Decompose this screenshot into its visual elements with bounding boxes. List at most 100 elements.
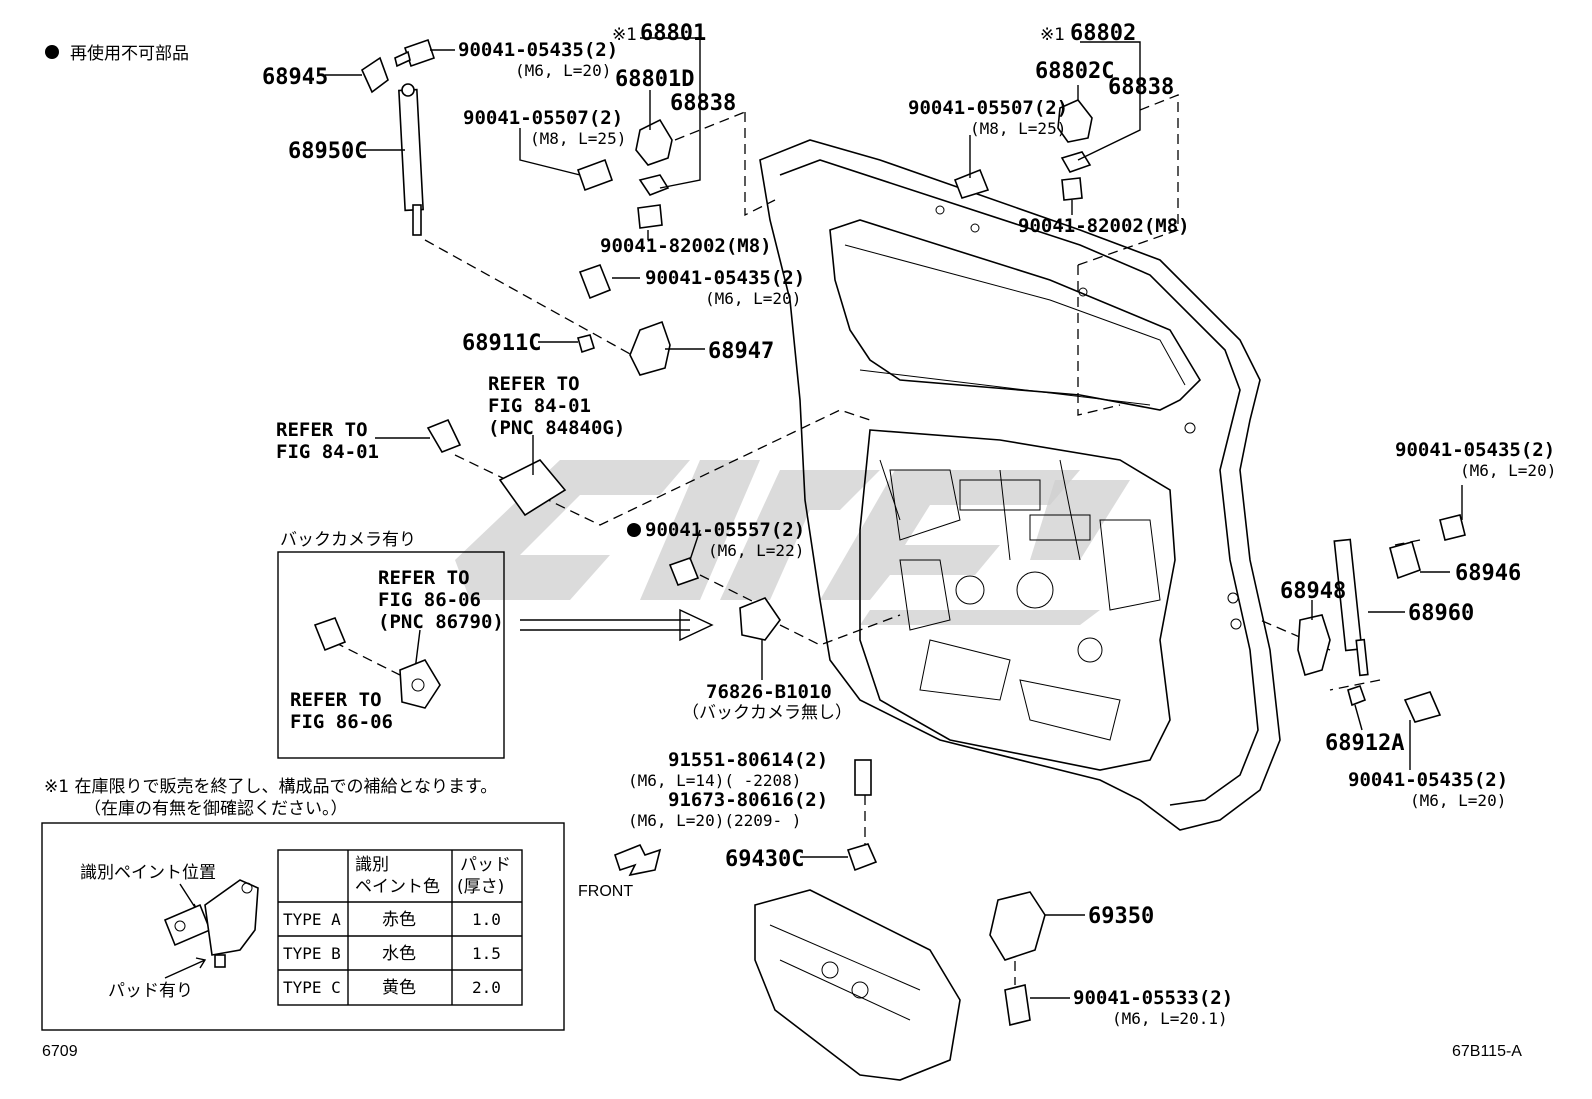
hinge-68801d-icon	[635, 118, 673, 166]
labels: 68945 68950C 90041-05435(2) (M6, L=20) ※…	[262, 21, 1556, 1028]
label-68838-right: 68838	[1108, 75, 1174, 100]
identification-box: 識別ペイント位置 パッド有り 識別 ペイント色 パッド (厚さ) TYPE A …	[41, 822, 565, 1031]
label-68947: 68947	[708, 339, 774, 364]
header-pad-2: (厚さ)	[457, 877, 504, 897]
label-bolt5: 90041-05507(2)	[908, 97, 1068, 119]
label-bolt11: 91673-80616(2)	[668, 789, 828, 811]
label-bolt10: 91551-80614(2)	[668, 749, 828, 771]
non-reusable-bullet-icon	[627, 523, 641, 537]
label-ref1-c: (PNC 84840G)	[488, 417, 625, 439]
label-68801: 68801	[640, 21, 706, 46]
label-bolt7-spec: (M6, L=22)	[708, 541, 804, 560]
label-68948: 68948	[1280, 579, 1346, 604]
label-ref4-a: REFER TO	[290, 689, 382, 711]
hinge-id-icon	[163, 903, 212, 947]
label-ref3-c: (PNC 86790)	[378, 611, 504, 633]
row-pad-b: 1.5	[472, 944, 501, 963]
back-camera-box: バックカメラ有り REFER TO FIG 86-06 (PNC 86790) …	[277, 530, 505, 759]
label-68802-mark: ※1	[1040, 25, 1065, 45]
row-type-a: TYPE A	[283, 910, 341, 929]
row-pad-a: 1.0	[472, 910, 501, 929]
label-ref2-b: FIG 84-01	[276, 441, 379, 463]
label-ref3-a: REFER TO	[378, 567, 470, 589]
part-shapes	[360, 38, 1466, 1081]
label-bolt12: 90041-05533(2)	[1073, 987, 1233, 1009]
bolt-05557-icon	[668, 556, 700, 587]
label-bolt4-spec: (M6, L=20)	[705, 289, 801, 308]
label-68911c: 68911C	[462, 331, 541, 356]
label-bolt2-spec: (M8, L=25)	[530, 129, 626, 148]
label-68802: 68802	[1070, 21, 1136, 46]
label-69430c: 69430C	[725, 847, 804, 872]
bolt-05507-icon	[576, 158, 614, 192]
label-bolt8: 90041-05435(2)	[1395, 439, 1555, 461]
row-color-c: 黄色	[382, 978, 416, 998]
footer-left: 6709	[42, 1043, 78, 1060]
label-68801-mark: ※1	[612, 25, 637, 45]
row-pad-c: 2.0	[472, 978, 501, 997]
label-bolt4: 90041-05435(2)	[645, 267, 805, 289]
bracket-68946-icon	[1389, 541, 1421, 580]
label-68960: 68960	[1408, 601, 1474, 626]
label-bolt12-spec: (M6, L=20.1)	[1112, 1009, 1228, 1028]
bolt-05435-lower-icon	[1403, 691, 1442, 723]
cap-68912a-icon	[1347, 684, 1367, 707]
label-76826-note: （バックカメラ無し）	[682, 703, 852, 723]
bolt-icon	[403, 38, 436, 68]
label-bolt2: 90041-05507(2)	[463, 107, 623, 129]
label-bolt11-spec: (M6, L=20)(2209- )	[628, 811, 801, 830]
legend: 再使用不可部品	[45, 43, 189, 64]
bracket-68945-icon	[360, 56, 389, 94]
label-ref1-a: REFER TO	[488, 373, 580, 395]
bolt-05435-right-icon	[1439, 514, 1466, 541]
bolt-05435-icon	[578, 263, 612, 300]
pad-arrow-icon	[164, 957, 207, 979]
header-color-1: 識別	[355, 855, 389, 875]
bolt-05533-icon	[1004, 984, 1031, 1026]
header-pad-1: パッド	[460, 855, 511, 875]
legend-text: 再使用不可部品	[70, 43, 189, 64]
row-color-a: 赤色	[382, 910, 416, 930]
label-69350: 69350	[1088, 904, 1154, 929]
lock-69350-icon	[989, 891, 1046, 961]
bolt-05507-right-icon	[953, 168, 990, 199]
switch-84840g-icon	[498, 459, 567, 517]
stock-note: ※1 在庫限りで販売を終了し、構成品での補給となります。 （在庫の有無を御確認く…	[44, 777, 497, 819]
label-ref1-b: FIG 84-01	[488, 395, 591, 417]
pad-label: パッド有り	[108, 981, 193, 1001]
label-bolt8-spec: (M6, L=20)	[1460, 461, 1556, 480]
label-bolt6: 90041-82002(M8)	[1018, 215, 1190, 237]
label-68950c: 68950C	[288, 139, 367, 164]
label-bolt9-spec: (M6, L=20)	[1410, 791, 1506, 810]
bracket-76826-icon	[739, 597, 781, 641]
label-68802c: 68802C	[1035, 59, 1114, 84]
row-color-b: 水色	[382, 944, 416, 964]
label-bolt10-spec: (M6, L=14)( -2208)	[628, 771, 801, 790]
cap-68911c-icon	[577, 334, 595, 354]
label-ref3-b: FIG 86-06	[378, 589, 481, 611]
label-68945: 68945	[262, 65, 328, 90]
lower-body-panel	[754, 889, 961, 1081]
gas-strut-68960-icon	[1333, 538, 1363, 652]
note-line1: ※1 在庫限りで販売を終了し、構成品での補給となります。	[44, 777, 497, 797]
label-bolt3: 90041-82002(M8)	[600, 235, 772, 257]
camera-arrow	[520, 608, 714, 642]
label-68838-left: 68838	[670, 91, 736, 116]
label-bolt7: 90041-05557(2)	[645, 519, 805, 541]
row-type-b: TYPE B	[283, 944, 341, 963]
identification-table: 識別 ペイント色 パッド (厚さ) TYPE A 赤色 1.0 TYPE B 水…	[277, 849, 523, 1006]
label-bolt1-spec: (M6, L=20)	[515, 61, 611, 80]
hinge-68948-icon	[1297, 614, 1331, 676]
label-bolt9: 90041-05435(2)	[1348, 769, 1508, 791]
bolt-camera-icon	[313, 616, 347, 652]
label-ref2-a: REFER TO	[276, 419, 368, 441]
row-type-c: TYPE C	[283, 978, 341, 997]
camera-box-title: バックカメラ有り	[280, 530, 416, 550]
bolt-91551-icon	[854, 759, 872, 796]
striker-69430c-icon	[846, 843, 878, 872]
reusable-bullet-icon	[45, 45, 59, 59]
footer-right: 67B115-A	[1452, 1043, 1522, 1060]
label-68801d: 68801D	[615, 67, 694, 92]
note-line2: （在庫の有無を御確認ください。）	[84, 799, 348, 819]
